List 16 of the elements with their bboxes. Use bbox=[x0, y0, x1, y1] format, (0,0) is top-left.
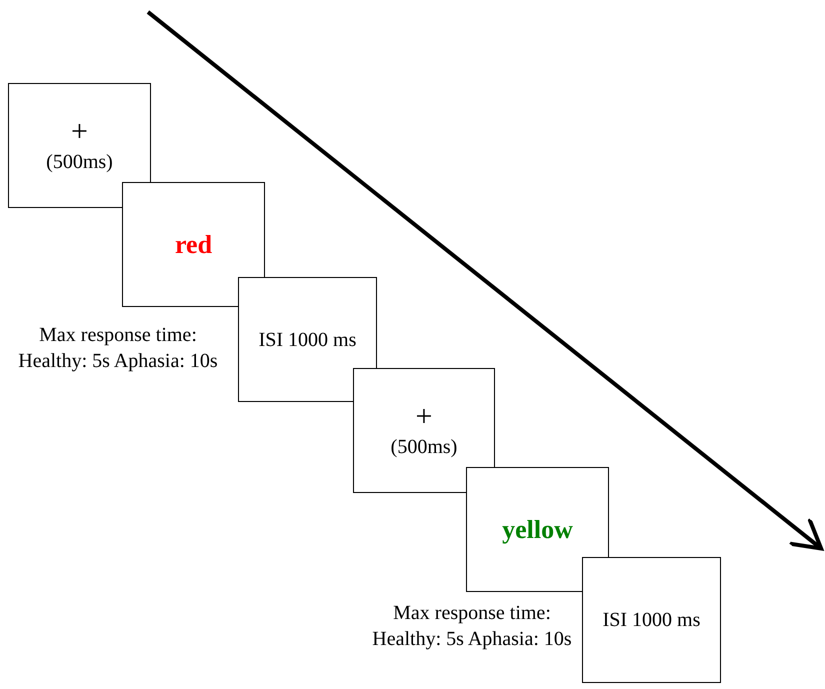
screen-frame bbox=[582, 557, 721, 683]
screen-frame bbox=[238, 277, 377, 402]
isi-label: ISI 1000 ms bbox=[602, 608, 702, 633]
stimulus-word: yellow bbox=[502, 514, 573, 544]
fixation-cross: + bbox=[416, 402, 432, 432]
duration-label: (500ms) bbox=[390, 436, 458, 459]
duration-label: (500ms) bbox=[46, 151, 113, 174]
stimulus-word: red bbox=[174, 230, 212, 260]
response-time-note: Max response time: Healthy: 5s Aphasia: 10s bbox=[17, 323, 219, 374]
response-time-note: Max response time: Healthy: 5s Aphasia: 10s bbox=[371, 601, 573, 652]
isi-label: ISI 1000 ms bbox=[258, 328, 358, 352]
screen-frame bbox=[8, 83, 151, 208]
fixation-cross: + bbox=[71, 117, 88, 147]
screen-frame bbox=[353, 368, 495, 493]
screen-frame bbox=[466, 467, 609, 592]
screen-frame bbox=[122, 182, 265, 307]
